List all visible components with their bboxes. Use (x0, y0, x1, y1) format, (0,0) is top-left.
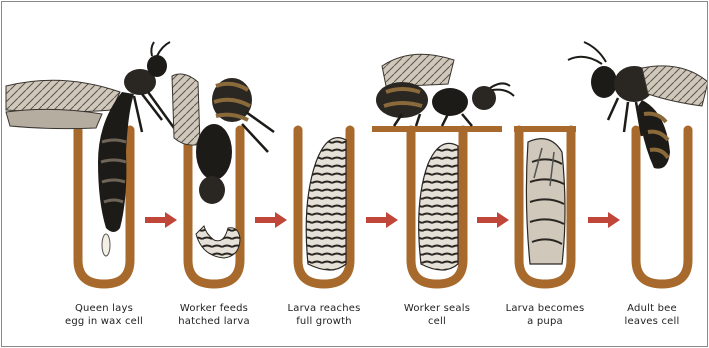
caption-step-2: Worker feeds hatched larva (159, 302, 269, 328)
caption-line: Worker feeds (159, 302, 269, 315)
caption-step-5: Larva becomes a pupa (490, 302, 600, 328)
caption-line: Adult bee (597, 302, 707, 315)
caption-line: full growth (269, 315, 379, 328)
caption-step-1: Queen lays egg in wax cell (49, 302, 159, 328)
worker-sealing-illustration (376, 54, 514, 270)
egg (102, 234, 110, 256)
arrow-5 (588, 212, 620, 228)
caption-line: cell (382, 315, 492, 328)
arrow-3 (366, 212, 398, 228)
caption-line: hatched larva (159, 315, 269, 328)
caption-step-6: Adult bee leaves cell (597, 302, 707, 328)
grown-larva-illustration (306, 138, 346, 270)
larva-small (196, 226, 240, 258)
caption-line: a pupa (490, 315, 600, 328)
arrow-2 (255, 212, 287, 228)
caption-line: Larva reaches (269, 302, 379, 315)
caption-step-3: Larva reaches full growth (269, 302, 379, 328)
wax-cap (372, 126, 502, 132)
caption-line: Larva becomes (490, 302, 600, 315)
arrow-4 (477, 212, 509, 228)
pupa-illustration (526, 139, 565, 264)
caption-line: leaves cell (597, 315, 707, 328)
caption-line: Worker seals (382, 302, 492, 315)
arrow-1 (145, 212, 177, 228)
caption-step-4: Worker seals cell (382, 302, 492, 328)
queen-bee-illustration (6, 42, 174, 256)
caption-line: egg in wax cell (49, 315, 159, 328)
caption-line: Queen lays (49, 302, 159, 315)
